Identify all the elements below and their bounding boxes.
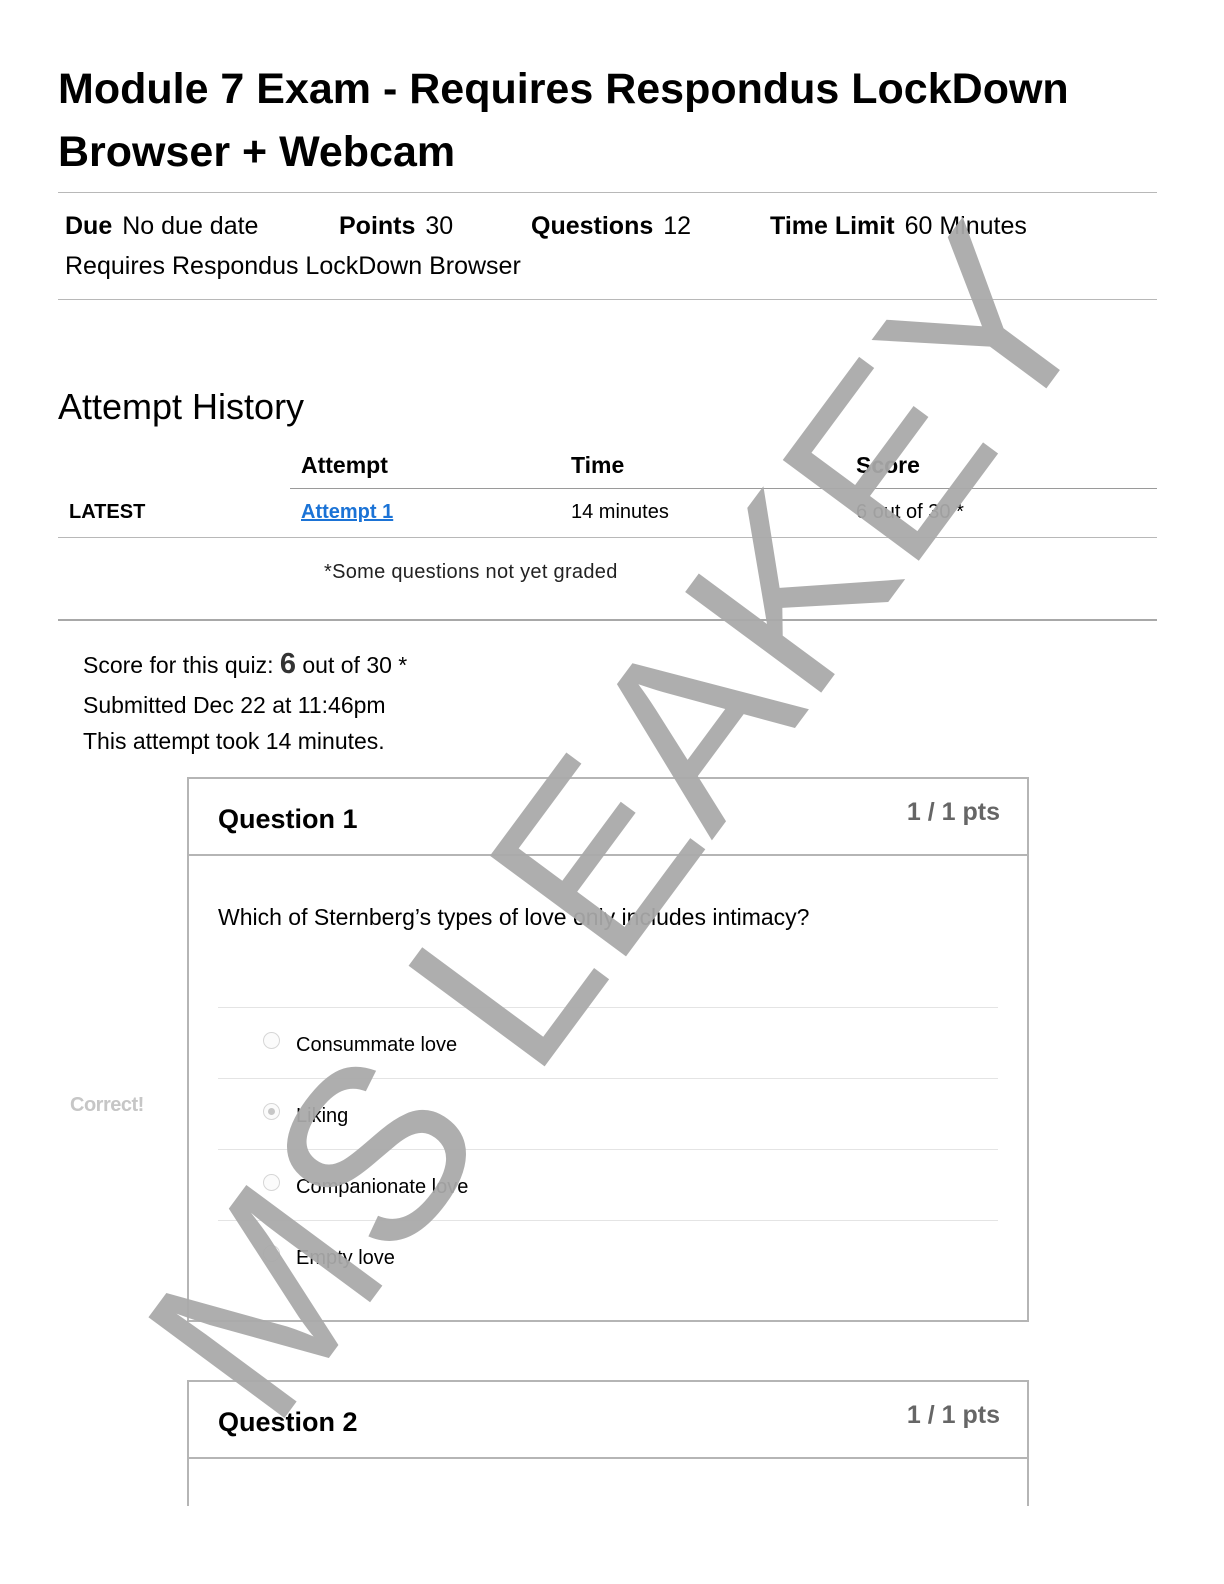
time-limit-label: Time Limit	[770, 212, 895, 240]
title-divider	[58, 192, 1157, 193]
due-label: Due	[65, 212, 113, 240]
attempt-time: 14 minutes	[571, 501, 669, 523]
latest-badge: LATEST	[69, 501, 146, 523]
question-1-card: Question 1 1 / 1 pts Which of Sternberg’…	[187, 777, 1029, 1322]
radio-button[interactable]	[263, 1174, 280, 1191]
page-bottom-margin	[0, 1506, 1224, 1584]
score-prefix: Score for this quiz:	[83, 652, 274, 678]
column-header-score: Score	[856, 452, 920, 478]
table-header-divider	[290, 488, 1157, 489]
radio-button[interactable]	[263, 1032, 280, 1049]
question-1-answers: Consummate love Liking Companionate love…	[218, 1007, 998, 1291]
answer-label: Empty love	[296, 1247, 395, 1269]
questions-label: Questions	[531, 212, 654, 240]
submitted-time: Submitted Dec 22 at 11:46pm	[83, 692, 386, 718]
grading-footnote: *Some questions not yet graded	[324, 561, 618, 583]
answer-option-selected[interactable]: Liking	[218, 1078, 998, 1149]
question-1-header: Question 1 1 / 1 pts	[189, 779, 1027, 856]
score-value: 6	[279, 648, 296, 680]
question-2-header: Question 2 1 / 1 pts	[189, 1382, 1027, 1459]
details-divider	[58, 299, 1157, 300]
lockdown-requirement: Requires Respondus LockDown Browser	[65, 252, 521, 280]
question-2-points: 1 / 1 pts	[906, 1401, 1000, 1429]
question-1-text: Which of Sternberg’s types of love only …	[218, 904, 810, 930]
attempt-duration: This attempt took 14 minutes.	[83, 728, 385, 754]
page-title: Module 7 Exam - Requires Respondus LockD…	[58, 65, 1069, 176]
answer-label: Liking	[296, 1105, 349, 1127]
score-suffix: out of 30 *	[302, 652, 408, 678]
points-value: 30	[425, 212, 454, 240]
points-detail: Points 30	[339, 211, 453, 241]
correct-answer-tag: Correct!	[70, 1094, 144, 1116]
quiz-score-line: Score for this quiz: 6 out of 30 *	[83, 648, 407, 681]
radio-button-selected[interactable]	[263, 1103, 280, 1120]
attempt-history-heading: Attempt History	[58, 386, 305, 427]
questions-value: 12	[663, 212, 692, 240]
history-divider	[58, 619, 1157, 621]
answer-label: Companionate love	[296, 1176, 469, 1198]
radio-button[interactable]	[263, 1245, 280, 1262]
attempt-score: 6 out of 30 *	[856, 501, 964, 523]
answer-option[interactable]: Companionate love	[218, 1149, 998, 1220]
time-limit-detail: Time Limit 60 Minutes	[770, 211, 1027, 241]
attempt-1-link[interactable]: Attempt 1	[301, 501, 394, 523]
question-1-title: Question 1	[218, 804, 358, 834]
answer-option[interactable]: Consummate love	[218, 1007, 998, 1078]
answer-option[interactable]: Empty love	[218, 1220, 998, 1291]
question-1-points: 1 / 1 pts	[906, 798, 1000, 826]
question-2-card: Question 2 1 / 1 pts	[187, 1380, 1029, 1522]
answer-label: Consummate love	[296, 1034, 458, 1056]
question-2-title: Question 2	[218, 1407, 358, 1437]
column-header-time: Time	[571, 452, 625, 478]
questions-detail: Questions 12	[531, 211, 691, 241]
due-value: No due date	[122, 212, 259, 240]
column-header-attempt: Attempt	[301, 452, 388, 478]
table-row-divider	[58, 537, 1157, 538]
points-label: Points	[339, 212, 416, 240]
due-detail: Due No due date	[65, 211, 258, 241]
time-limit-value: 60 Minutes	[904, 212, 1027, 240]
